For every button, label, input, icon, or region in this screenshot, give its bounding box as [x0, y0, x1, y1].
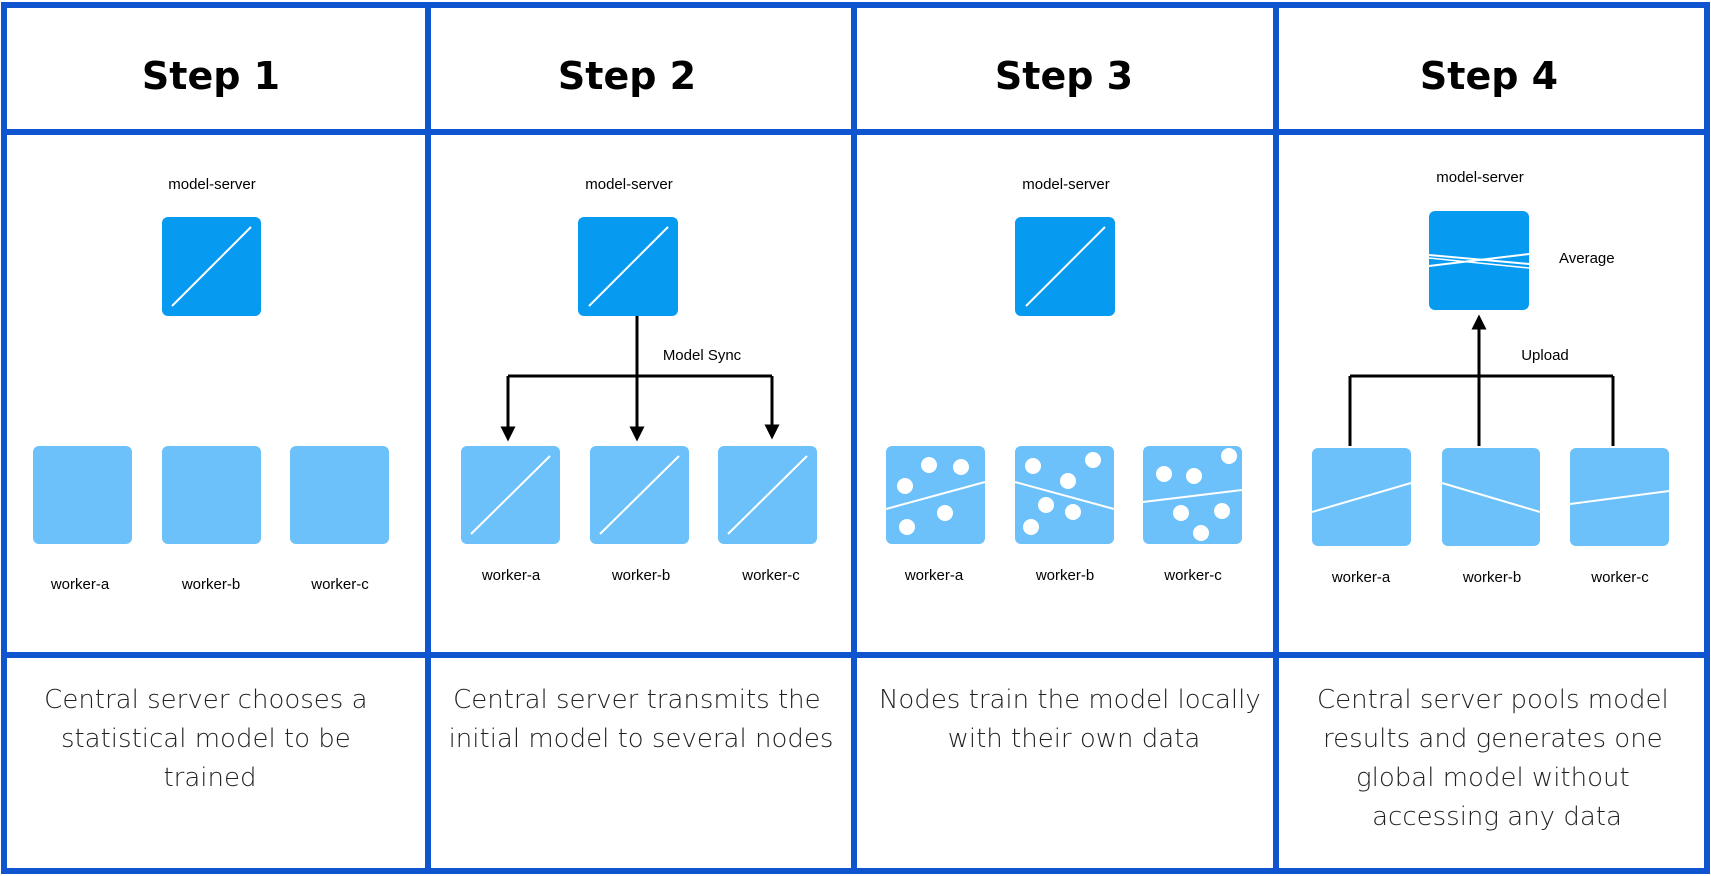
step-4-upload-label: Upload: [1521, 347, 1569, 364]
step-4-worker-a-label: worker-a: [1331, 569, 1391, 586]
step-1-panel: model-server worker-a worker-b worker-c: [33, 176, 389, 593]
step-3-worker-c-box: [1142, 446, 1243, 544]
step-2-caption-line-2: initial model to several nodes: [449, 724, 834, 754]
step-1-title: Step 1: [142, 54, 280, 98]
step-4-upload-connector: [1348, 314, 1615, 446]
step-4-title: Step 4: [1420, 54, 1558, 98]
step-3-worker-b-box: [1014, 446, 1115, 544]
step-1-caption-line-3: trained: [163, 763, 256, 793]
step-4-worker-a-box: [1311, 448, 1412, 546]
step-4-worker-c-label: worker-c: [1590, 569, 1649, 586]
step-4-caption: Central server pools model results and g…: [1317, 685, 1677, 832]
step-2-sync-connector: [500, 316, 780, 442]
step-3-worker-a-label: worker-a: [904, 567, 964, 584]
step-3-worker-b-label: worker-b: [1035, 567, 1094, 584]
step-2-worker-a-box: [461, 446, 560, 544]
step-1-caption-line-2: statistical model to be: [61, 724, 351, 754]
step-3-worker-c-label: worker-c: [1163, 567, 1222, 584]
step-4-panel: model-server Average Upload worker-a: [1311, 169, 1670, 586]
step-2-worker-b-box: [590, 446, 689, 544]
step-3-server-box: [1015, 217, 1115, 316]
step-1-worker-c-label: worker-c: [310, 576, 369, 593]
step-3-worker-a-box: [885, 446, 986, 544]
step-1-server-label: model-server: [168, 176, 256, 193]
step-1-server-box: [162, 217, 261, 316]
step-2-model-sync-label: Model Sync: [663, 347, 742, 364]
step-4-server-box: [1428, 211, 1530, 310]
step-3-title: Step 3: [995, 54, 1133, 98]
step-1-caption-line-1: Central server chooses a: [44, 685, 367, 715]
step-titles: Step 1 Step 2 Step 3 Step 4: [142, 54, 1558, 98]
step-1-worker-a-box: [33, 446, 132, 544]
step-4-caption-line-3: global model without: [1356, 763, 1630, 793]
step-4-caption-line-1: Central server pools model: [1317, 685, 1669, 715]
step-4-caption-line-4: accessing any data: [1372, 802, 1622, 832]
step-2-server-label: model-server: [585, 176, 673, 193]
step-2-server-box: [578, 217, 678, 316]
step-3-caption-line-2: with their own data: [948, 724, 1201, 754]
step-4-worker-b-box: [1441, 448, 1541, 546]
step-2-worker-c-label: worker-c: [741, 567, 800, 584]
step-2-caption-line-1: Central server transmits the: [453, 685, 821, 715]
step-2-worker-c-box: [718, 446, 817, 544]
step-1-worker-a-label: worker-a: [50, 576, 110, 593]
step-2-worker-b-label: worker-b: [611, 567, 670, 584]
step-3-server-label: model-server: [1022, 176, 1110, 193]
step-3-panel: model-server: [885, 176, 1243, 584]
step-4-caption-line-2: results and generates one: [1323, 724, 1663, 754]
step-1-worker-b-label: worker-b: [181, 576, 240, 593]
step-3-caption: Nodes train the model locally with their…: [879, 685, 1269, 754]
step-3-caption-line-1: Nodes train the model locally: [879, 685, 1261, 715]
step-4-worker-b-label: worker-b: [1462, 569, 1521, 586]
step-2-caption: Central server transmits the initial mod…: [449, 685, 834, 754]
step-1-caption: Central server chooses a statistical mod…: [44, 685, 376, 793]
step-1-worker-b-box: [162, 446, 261, 544]
step-2-title: Step 2: [558, 54, 696, 98]
step-2-panel: model-server Model Sync worker-a worker-…: [461, 176, 817, 584]
step-4-server-label: model-server: [1436, 169, 1524, 186]
step-4-average-label: Average: [1559, 250, 1615, 267]
captions: Central server chooses a statistical mod…: [44, 685, 1677, 832]
step-1-worker-c-box: [290, 446, 389, 544]
step-2-worker-a-label: worker-a: [481, 567, 541, 584]
step-4-worker-c-box: [1569, 448, 1670, 546]
